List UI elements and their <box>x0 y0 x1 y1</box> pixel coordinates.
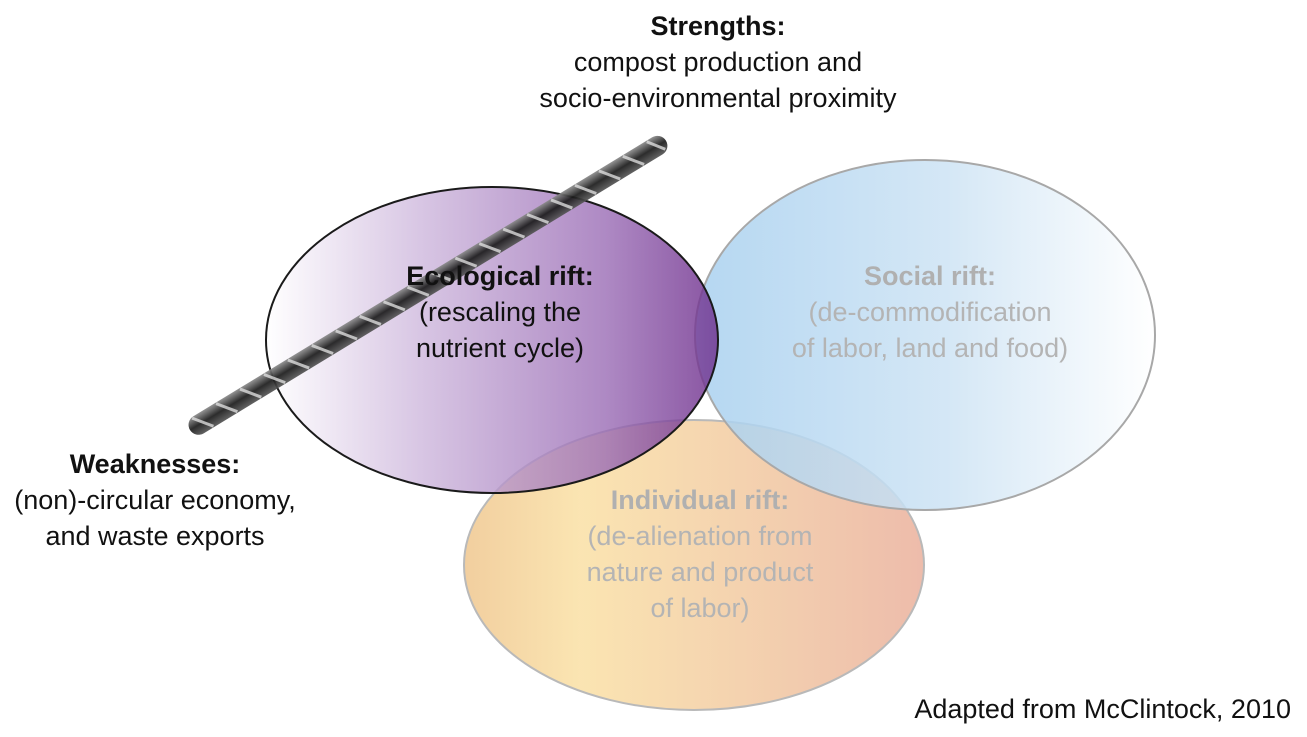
strengths-line-2: socio-environmental proximity <box>539 83 897 113</box>
weaknesses-line-2: and waste exports <box>45 521 265 551</box>
strengths-heading: Strengths: <box>650 11 786 41</box>
weaknesses-heading: Weaknesses: <box>69 449 241 479</box>
individual-rift-line-3: of labor) <box>650 593 750 623</box>
ecological-rift-line-1: (rescaling the <box>418 297 582 327</box>
twisted-rope-icon <box>188 135 668 435</box>
social-rift-line-2: of labor, land and food) <box>791 333 1069 363</box>
ecological-rift-ellipse <box>265 186 719 494</box>
strengths-label: Strengths: compost production and socio-… <box>508 8 928 116</box>
social-rift-label: Social rift: (de-commodification of labo… <box>760 258 1100 366</box>
individual-rift-heading: Individual rift: <box>610 485 790 515</box>
individual-rift-ellipse <box>463 419 925 711</box>
source-credit: Adapted from McClintock, 2010 <box>914 694 1291 724</box>
weaknesses-line-1: (non)-circular economy, <box>14 485 296 515</box>
individual-rift-label: Individual rift: (de-alienation from nat… <box>540 482 860 626</box>
ecological-rift-line-2: nutrient cycle) <box>415 333 585 363</box>
ecological-rift-label: Ecological rift: (rescaling the nutrient… <box>340 258 660 366</box>
social-rift-line-1: (de-commodification <box>808 297 1052 327</box>
individual-rift-line-1: (de-alienation from <box>587 521 813 551</box>
ecological-rift-heading: Ecological rift: <box>406 261 594 291</box>
weaknesses-label: Weaknesses: (non)-circular economy, and … <box>0 446 310 554</box>
individual-rift-line-2: nature and product <box>586 557 814 587</box>
social-rift-heading: Social rift: <box>863 261 997 291</box>
strengths-line-1: compost production and <box>573 47 863 77</box>
